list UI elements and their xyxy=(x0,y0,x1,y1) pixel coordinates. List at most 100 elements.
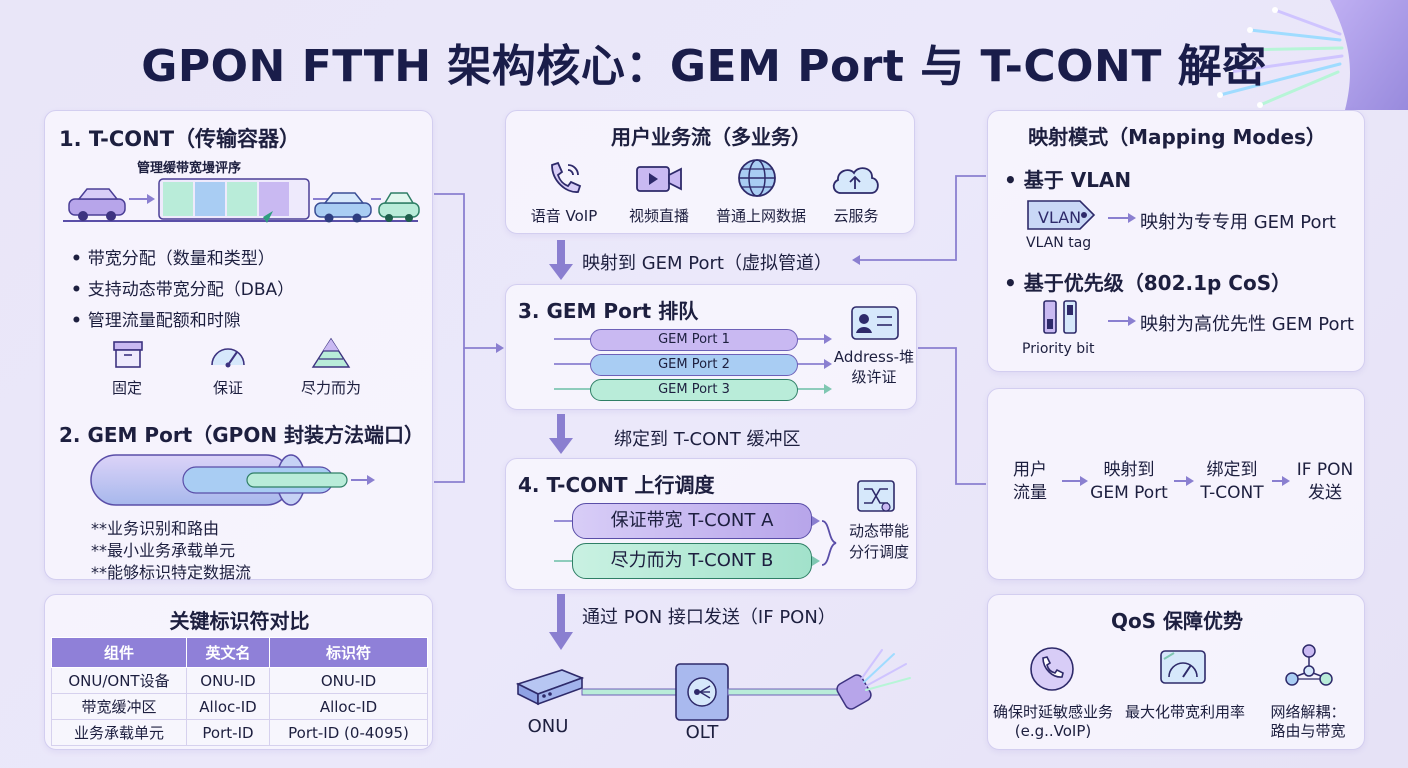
priority-result: 映射为高优先性 GEM Port xyxy=(1140,314,1354,335)
flow-step: 绑定到 T-CONT xyxy=(1200,460,1264,503)
tcont-bullet: 带宽分配（数量和类型） xyxy=(71,244,275,269)
tcont-type-label: 保证 xyxy=(212,379,243,397)
traffic-queue-illustration xyxy=(63,178,420,223)
qos-item-label: 最大化带宽利用率 xyxy=(1124,703,1245,721)
tcont-schedule-panel: 4. T-CONT 上行调度 保证带宽 T-CONT A 尽力而为 T-CONT… xyxy=(505,458,917,590)
table-cell: ONU/ONT设备 xyxy=(51,667,187,694)
right-arrow-icon xyxy=(1108,213,1136,223)
table-cell: Port-ID xyxy=(185,719,271,746)
tcont-type-label: 尽力而为 xyxy=(300,379,361,397)
down-arrow-icon xyxy=(549,414,573,454)
tcont-bullet: 管理流量配额和时隙 xyxy=(71,306,241,331)
gem-queue-heading: 3. GEM Port 排队 xyxy=(518,299,699,323)
car-icon xyxy=(314,192,372,223)
vlan-tag-icon xyxy=(1027,200,1096,230)
tcont-lines xyxy=(554,516,820,566)
priority-mode-title: 基于优先级（802.1p CoS） xyxy=(1004,267,1291,296)
table-header: 英文名 xyxy=(185,637,271,668)
priority-caption: Priority bit xyxy=(1022,341,1095,357)
right-arrow-icon xyxy=(1108,316,1136,326)
gem-port-heading: 2. GEM Port（GPON 封装方法端口） xyxy=(59,423,425,447)
page-title: GPON FTTH 架构核心：GEM Port 与 T-CONT 解密 xyxy=(141,41,1267,92)
vlan-badge-text: VLAN xyxy=(1038,208,1082,227)
identifier-table-heading: 关键标识符对比 xyxy=(169,609,310,633)
tcont-container: 保证带宽 T-CONT A xyxy=(572,503,812,539)
tcont-container: 尽力而为 T-CONT B xyxy=(572,543,812,579)
map-to-gem-label: 映射到 GEM Port（虚拟管道） xyxy=(582,253,832,274)
gem-port-pipe: GEM Port 3 xyxy=(590,379,798,401)
globe-icon xyxy=(738,159,776,197)
tcont-schedule-heading: 4. T-CONT 上行调度 xyxy=(518,473,715,497)
tcont-type-label: 固定 xyxy=(111,379,142,397)
olt-device-icon xyxy=(675,663,729,721)
phone-call-icon xyxy=(1030,647,1074,691)
flow-step: IF PON 发送 xyxy=(1296,460,1354,503)
service-label: 语音 VoIP xyxy=(530,207,598,225)
down-arrow-icon xyxy=(549,240,573,280)
tcont-heading: 1. T-CONT（传输容器） xyxy=(59,127,301,151)
gem-port-pipe: GEM Port 1 xyxy=(590,329,798,351)
gem-pipe-illustration xyxy=(90,454,375,506)
gem-port-pipe: GEM Port 2 xyxy=(590,354,798,376)
video-icon xyxy=(636,166,682,192)
service-label: 视频直播 xyxy=(628,207,689,225)
pyramid-icon xyxy=(311,337,351,368)
phone-icon xyxy=(551,161,582,193)
process-flow-panel: 用户 流量 映射到 GEM Port 绑定到 T-CONT IF PON 发送 xyxy=(987,388,1365,580)
table-cell: ONU-ID xyxy=(185,667,271,694)
flow-step: 用户 流量 xyxy=(1013,460,1047,503)
mapping-connector xyxy=(852,175,986,485)
flow-arrows xyxy=(1062,476,1290,486)
mapping-modes-panel: 映射模式（Mapping Modes） 基于 VLAN VLAN VLAN ta… xyxy=(987,110,1365,372)
table-row: ONU/ONT设备 ONU-ID ONU-ID xyxy=(51,667,428,694)
user-services-panel: 用户业务流（多业务） 语音 VoIP 视频直播 普通上网数据 云服务 xyxy=(505,110,915,234)
car-icon xyxy=(378,192,420,222)
onu-device-icon xyxy=(515,669,585,706)
qos-item-label: 网络解耦： 路由与带宽 xyxy=(1270,703,1346,740)
table-cell: ONU-ID xyxy=(269,667,428,694)
identifier-table: 组件 英文名 标识符 ONU/ONT设备 ONU-ID ONU-ID 带宽缓冲区… xyxy=(51,637,428,746)
fiber-end-icon xyxy=(836,649,911,710)
vlan-caption: VLAN tag xyxy=(1026,235,1092,251)
onu-label: ONU xyxy=(527,716,569,737)
table-cell: 业务承载单元 xyxy=(51,719,187,746)
flow-step: 映射到 GEM Port xyxy=(1090,460,1168,503)
tcont-gem-panel: 1. T-CONT（传输容器） 管理缓带宽墁评序 带宽分配（数量和类型 xyxy=(44,110,433,582)
vlan-mode-title: 基于 VLAN xyxy=(1004,164,1131,193)
table-row: 业务承载单元 Port-ID Port-ID (0-4095) xyxy=(51,719,428,746)
mapping-heading: 映射模式（Mapping Modes） xyxy=(1028,125,1326,149)
speedometer-icon xyxy=(1160,650,1206,684)
table-cell: Alloc-ID xyxy=(269,693,428,720)
gem-queue-panel: 3. GEM Port 排队 GEM Port 1 GEM Port 2 GEM… xyxy=(505,284,917,410)
queue-label: 管理缓带宽墁评序 xyxy=(137,161,242,176)
table-cell: Alloc-ID xyxy=(185,693,271,720)
send-via-pon-label: 通过 PON 接口发送（IF PON） xyxy=(582,607,836,628)
table-cell: 带宽缓冲区 xyxy=(51,693,187,720)
fiber-bundle-decoration xyxy=(1217,0,1408,110)
tcont-bullet: 支持动态带宽分配（DBA） xyxy=(71,275,294,300)
cloud-icon xyxy=(832,167,879,194)
onu-olt-illustration xyxy=(515,649,911,721)
gem-note: **最小业务承载单元 xyxy=(91,541,236,560)
table-header: 组件 xyxy=(51,637,187,668)
bracket-icon xyxy=(821,520,837,566)
qos-panel: QoS 保障优势 确保时延敏感业务 (e.g..VoIP) 最大化带宽利用率 网… xyxy=(987,594,1365,750)
shuffle-schedule-icon xyxy=(857,480,895,512)
service-label: 云服务 xyxy=(833,207,879,225)
priority-switch-icon xyxy=(1043,300,1077,334)
table-row: 带宽缓冲区 Alloc-ID Alloc-ID xyxy=(51,693,428,720)
service-label: 普通上网数据 xyxy=(715,207,806,225)
box-icon xyxy=(113,341,143,368)
gauge-icon xyxy=(211,348,245,368)
table-cell: Port-ID (0-4095) xyxy=(269,719,428,746)
bind-to-tcont-label: 绑定到 T-CONT 缓冲区 xyxy=(614,429,801,450)
identifier-table-panel: 关键标识符对比 组件 英文名 标识符 ONU/ONT设备 ONU-ID ONU-… xyxy=(44,594,433,750)
table-header: 标识符 xyxy=(269,637,428,668)
connector-lines xyxy=(434,193,504,483)
services-heading: 用户业务流（多业务） xyxy=(611,125,811,149)
gem-side-label: Address-堆级许证 xyxy=(833,348,915,386)
gem-note: **业务识别和路由 xyxy=(91,519,220,538)
down-arrow-icon xyxy=(549,594,573,650)
car-icon xyxy=(68,188,126,221)
vlan-result: 映射为专专用 GEM Port xyxy=(1140,212,1336,233)
